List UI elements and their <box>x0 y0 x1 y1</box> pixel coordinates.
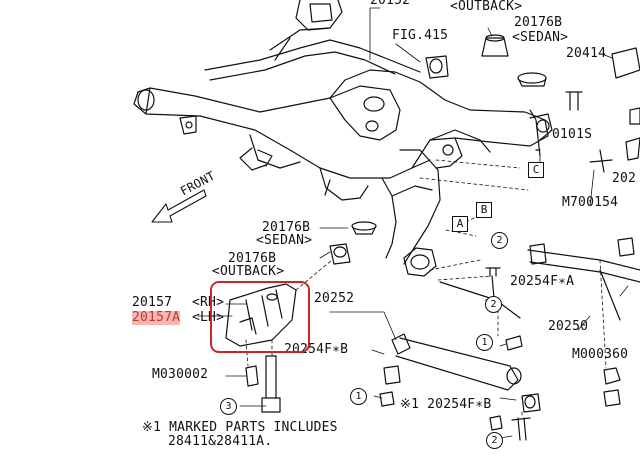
variant-label-outback: <OUTBACK> <box>450 0 523 14</box>
mount-drawings <box>329 34 640 265</box>
part-label-20176b: 20176B <box>514 15 563 30</box>
note-line-2: 28411&28411A. <box>168 434 273 449</box>
variant-label-sedan: <SEDAN> <box>512 30 569 45</box>
part-label-20157a: 20157A <box>132 310 181 325</box>
variant-label-outback-low: <OUTBACK> <box>212 264 285 279</box>
part-label-20157: 20157 <box>132 295 173 310</box>
ref-box-a: A <box>452 216 468 232</box>
part-label-20252: 20252 <box>314 291 355 306</box>
part-label-0101s: 0101S <box>552 127 593 142</box>
crossmember-drawing <box>133 0 553 277</box>
part-label-m000360: M000360 <box>572 347 629 362</box>
callout-3: 3 <box>220 398 237 415</box>
part-label-20176b-low: 20176B <box>228 251 277 266</box>
part-label-20250: 20250 <box>548 319 589 334</box>
ref-box-b: B <box>476 202 492 218</box>
front-arrow <box>151 189 207 223</box>
part-label-20414: 20414 <box>566 46 607 61</box>
part-label-20254f-b-marked: ※1 20254F∗B <box>400 397 492 412</box>
note-line-1: ※1 MARKED PARTS INCLUDES <box>142 420 338 435</box>
side-label-rh: <RH> <box>192 295 225 310</box>
callout-1-mid: 1 <box>476 334 493 351</box>
part-label-m700154: M700154 <box>562 195 619 210</box>
callout-1-lower: 1 <box>350 388 367 405</box>
figure-ref-label: FIG.415 <box>392 28 449 43</box>
part-label-202-cut: 202 <box>612 171 637 186</box>
diff-bracket-drawing <box>225 283 297 347</box>
callout-2-bottom: 2 <box>486 432 503 449</box>
part-label-20152: 20152 <box>370 0 411 8</box>
link-drawings <box>383 237 640 413</box>
callout-2-mid: 2 <box>485 296 502 313</box>
part-label-m030002: M030002 <box>152 367 209 382</box>
ref-box-c: C <box>528 162 544 178</box>
part-label-20254f-b: 20254F∗B <box>284 342 349 357</box>
side-label-lh: <LH> <box>192 310 225 325</box>
part-label-20176b-mid: 20176B <box>262 220 311 235</box>
variant-label-sedan-mid: <SEDAN> <box>256 233 313 248</box>
callout-2-upper: 2 <box>491 232 508 249</box>
highlight-box <box>210 281 310 353</box>
part-label-20254f-a: 20254F∗A <box>510 274 575 289</box>
